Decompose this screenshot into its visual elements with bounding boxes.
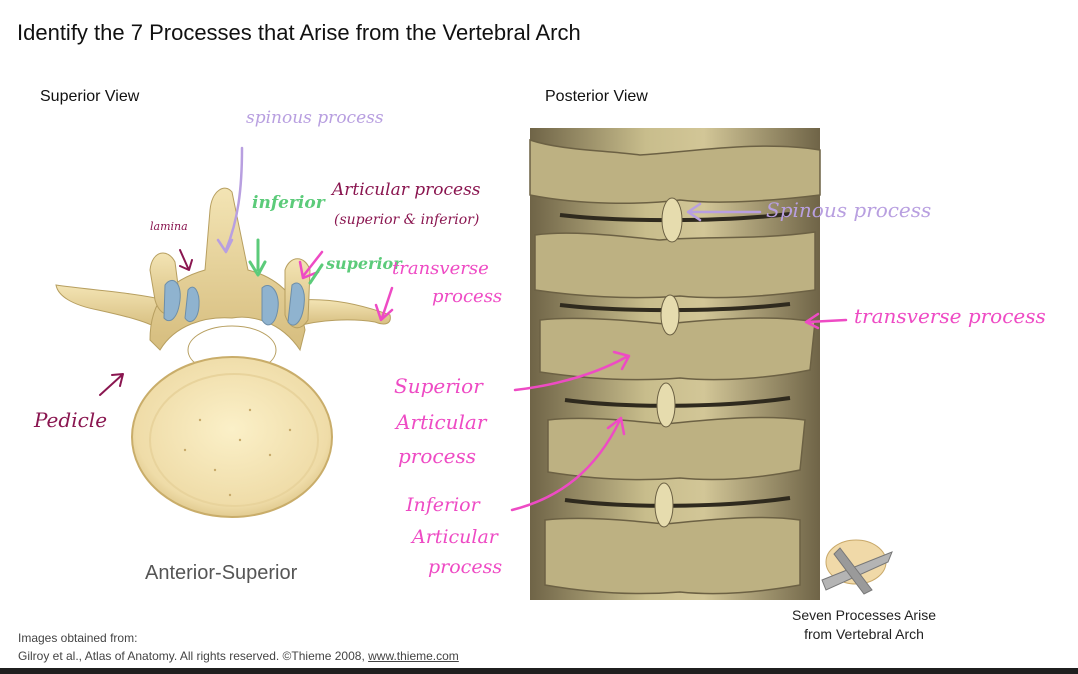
spinous-process-label-posterior: Spinous process — [766, 198, 931, 222]
superior-articular-label-line1: Superior — [394, 374, 483, 398]
transverse-label-line1: transverse — [392, 258, 489, 279]
credits-line2: Gilroy et al., Atlas of Anatomy. All rig… — [18, 649, 368, 663]
credits: Images obtained from: Gilroy et al., Atl… — [18, 629, 459, 665]
caption: Seven Processes Arise from Vertebral Arc… — [780, 606, 948, 644]
articular-subtitle-label: (superior & inferior) — [334, 212, 479, 228]
superior-articular-label-line2: Articular — [396, 410, 486, 434]
anterior-superior-label: Anterior-Superior — [145, 562, 297, 585]
pedicle-label: Pedicle — [34, 408, 107, 432]
inferior-label: inferior — [252, 193, 325, 213]
lamina-arrow — [180, 250, 192, 270]
articular-process-label: Articular process — [332, 180, 481, 200]
credits-line1: Images obtained from: — [18, 629, 459, 647]
superior-vertebra-image — [56, 188, 390, 517]
caption-line2: from Vertebral Arch — [780, 625, 948, 644]
inferior-arrow — [250, 240, 265, 275]
caption-line1: Seven Processes Arise — [780, 606, 948, 625]
inferior-articular-label-line2: Articular — [412, 526, 498, 548]
superior-label: superior — [326, 254, 402, 273]
vertebra-thumbnail-icon — [822, 540, 892, 594]
lamina-label: lamina — [150, 220, 188, 233]
spinous-process-label-superior: spinous process — [246, 108, 384, 128]
bottom-bar — [0, 668, 1078, 674]
transverse-process-label-posterior: transverse process — [854, 304, 1046, 328]
inferior-articular-label-line1: Inferior — [406, 494, 480, 516]
superior-articular-label-line3: process — [398, 444, 476, 468]
thieme-link[interactable]: www.thieme.com — [368, 649, 459, 663]
inferior-articular-label-line3: process — [428, 556, 502, 578]
transverse-label-line2: process — [432, 286, 502, 307]
pedicle-arrow — [100, 374, 123, 395]
